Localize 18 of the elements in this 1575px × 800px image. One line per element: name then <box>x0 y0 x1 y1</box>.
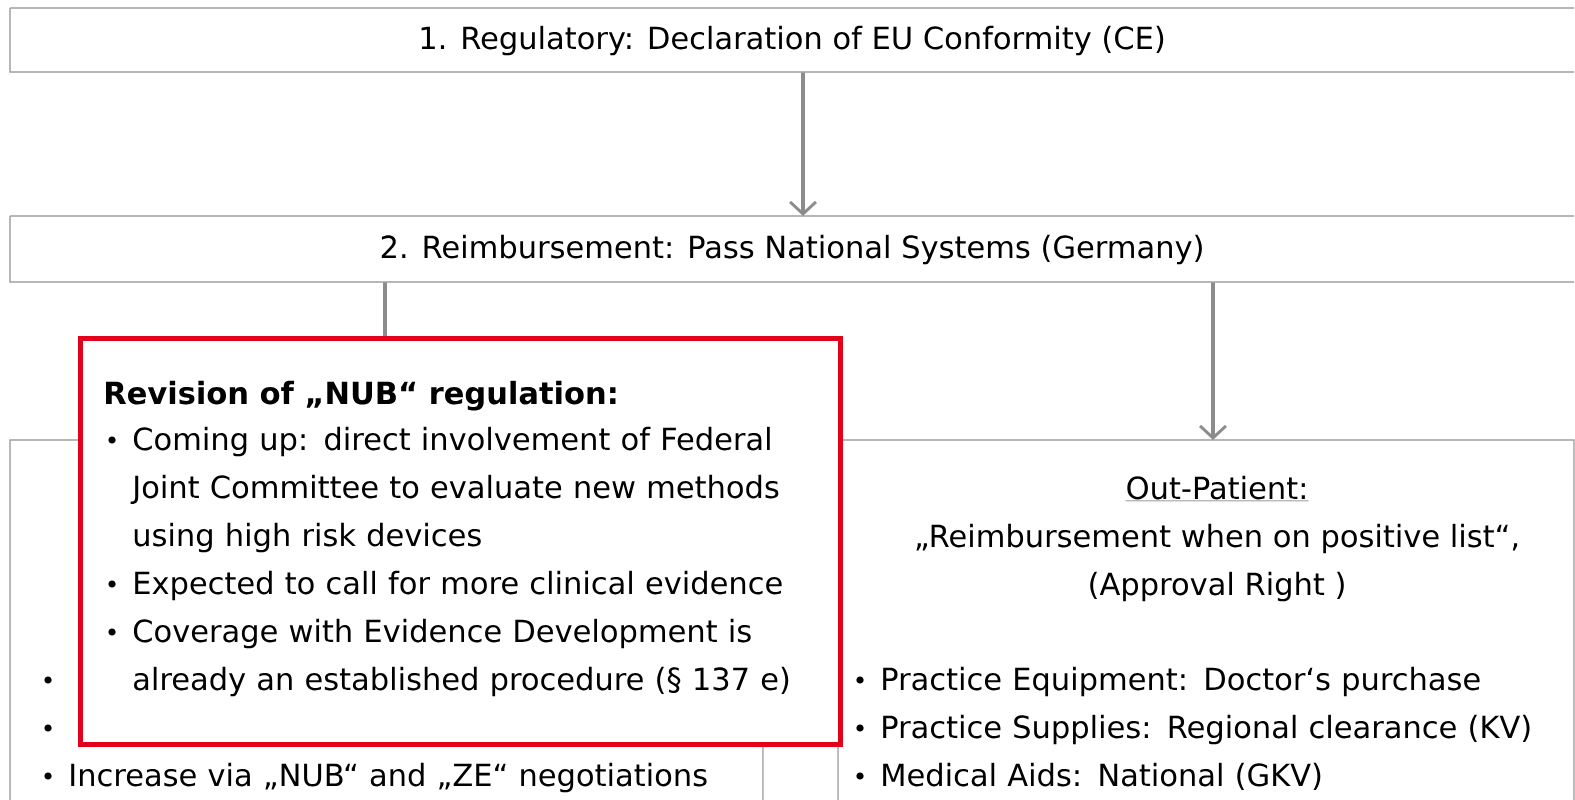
box-text: 2. Reimbursement: Pass National Systems (Germany) <box>381 234 1202 265</box>
heading: Out-Patient: <box>1125 475 1309 502</box>
arrow <box>1199 282 1228 440</box>
bullet-item: Practice Equipment: Doctor‘s purchase <box>883 666 1480 697</box>
box-text: 1. Regulatory: Declaration of EU Conformity (CE) <box>421 25 1164 56</box>
bullet-item: Practice Supplies: Regional clearance (KV) <box>883 714 1530 745</box>
bullet-item: Coming up: direct involvement of Federal Joint Committee to evaluate new methods using high risk devices <box>130 426 779 553</box>
callout-box <box>78 336 843 747</box>
bullet-item: Medical Aids: National (GKV) <box>883 762 1321 790</box>
arrow <box>789 72 818 216</box>
bullet-item: Expected to call for more clinical evidence <box>135 570 782 601</box>
box-text: (Approval Right ) <box>1090 571 1344 602</box>
process-box <box>9 7 1575 73</box>
box-text: „Reimbursement when on positive list“, <box>916 523 1518 554</box>
bullet-item: Increase via „NUB“ and „ZE“ negotiations <box>71 762 707 793</box>
process-box <box>9 215 1575 283</box>
heading: Revision of „NUB“ regulation: <box>106 380 616 411</box>
bullet-item: Coverage with Evidence Development is already an established procedure (§ 137 e) <box>133 618 789 697</box>
